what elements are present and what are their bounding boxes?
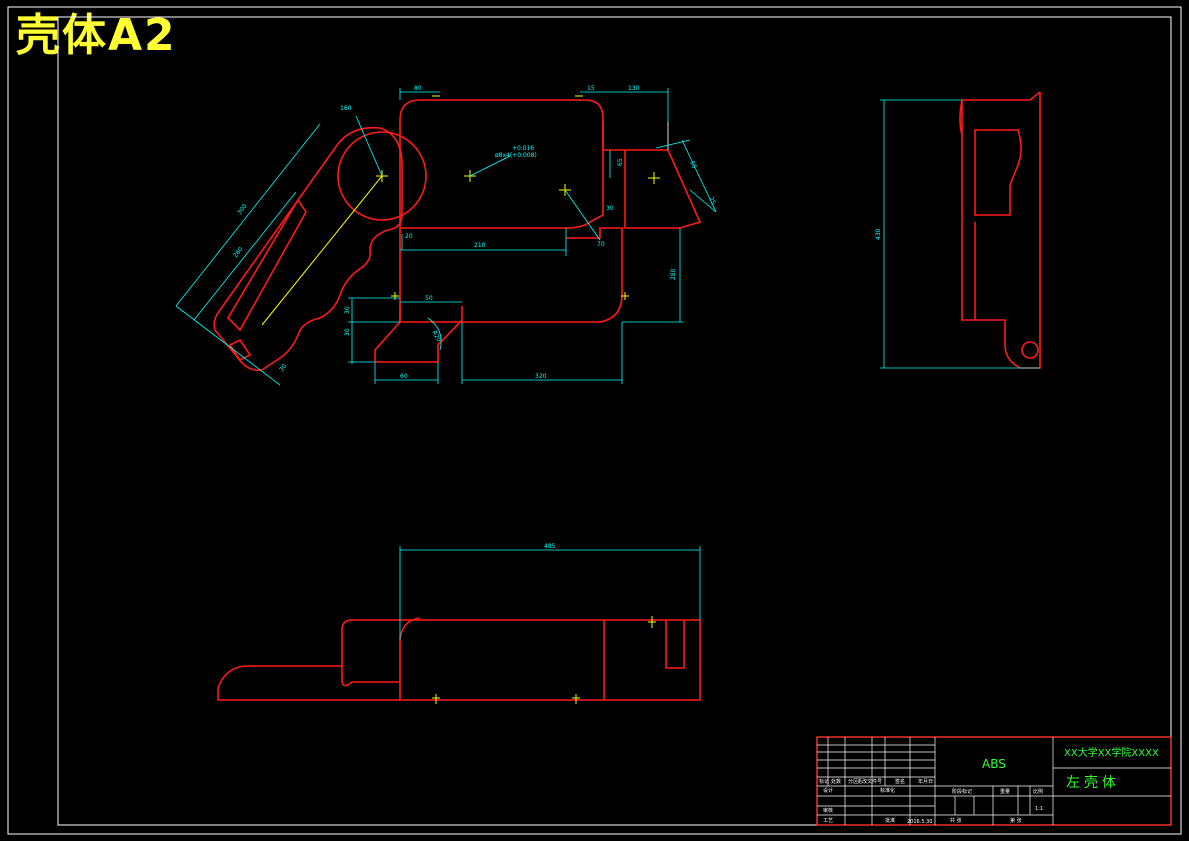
tb-date-label: 年月日	[918, 778, 933, 785]
dim-55: 55	[688, 160, 698, 170]
tb-sheet-of-label: 第 张	[1010, 817, 1022, 824]
dim-25: 25	[707, 196, 717, 206]
dim-30-left-a: 30	[344, 306, 351, 314]
bottom-view-fillet	[399, 617, 421, 641]
bottom-view-tab	[665, 620, 685, 669]
dim-30: 30	[606, 205, 614, 212]
handle-notch	[228, 338, 252, 362]
foot	[374, 306, 463, 363]
tb-school: XX大学XX学院XXXX	[1064, 746, 1159, 759]
dim-15: 15	[587, 85, 595, 92]
side-view	[959, 91, 1041, 369]
dim-r160: 160	[340, 105, 352, 112]
handle-centerline	[261, 175, 383, 326]
dim-30-left-b: 30	[344, 328, 351, 336]
tb-change-label: 更改文件号	[857, 778, 882, 785]
drawing-title: 壳体A2	[16, 10, 177, 61]
dim-485: 485	[544, 543, 556, 550]
dim-210: 210	[474, 242, 486, 249]
bottom-view-dimensions	[399, 546, 701, 640]
dim-tolerance: +0.016	[512, 145, 534, 152]
drawing-frame	[57, 16, 1172, 826]
dim-70: 70	[597, 241, 605, 248]
tb-designer-label: 设计	[823, 787, 833, 794]
tb-sheets-label: 共 张	[950, 817, 962, 824]
title-block: 标记 处数 分区 更改文件号 签名 年月日 设计 标准化 审核 工艺 批准 阶段…	[816, 736, 1172, 826]
bottom-view-outline	[217, 619, 701, 701]
side-view-pocket	[974, 129, 1022, 216]
tb-mark-label: 标记	[819, 778, 829, 785]
dim-280: 280	[670, 268, 677, 280]
tb-process-label: 工艺	[823, 818, 833, 824]
dim-80: 80	[414, 85, 422, 92]
outer-border	[7, 6, 1182, 835]
tb-standardize-label: 标准化	[880, 787, 895, 794]
upper-boss	[602, 122, 669, 151]
dim-30-handle: 30	[278, 363, 288, 373]
tb-stage-label: 阶段标记	[952, 788, 972, 795]
side-view-outline	[961, 91, 1041, 369]
dim-20: 20	[405, 233, 413, 240]
dim-50: 50	[425, 295, 433, 302]
handle-slot	[226, 198, 307, 332]
center-marks	[261, 95, 660, 326]
dim-hole-diameter: ø8x4(+0.008)	[495, 152, 537, 159]
dim-260: 260	[232, 246, 245, 259]
lower-body	[399, 227, 623, 323]
bottom-view	[217, 617, 701, 701]
tb-approve-label: 批准	[885, 817, 895, 824]
tb-sign-label: 签名	[895, 778, 905, 785]
tb-review-label: 审核	[823, 807, 833, 814]
dim-60: 60	[400, 373, 408, 380]
dim-130: 130	[628, 85, 640, 92]
dim-300: 300	[236, 203, 249, 216]
tb-date-value: 2016.5.30	[907, 819, 932, 825]
dim-430: 430	[875, 228, 882, 240]
tb-weight-label: 重量	[1000, 788, 1010, 795]
tb-count-label: 处数	[831, 778, 841, 785]
side-view-dimensions	[880, 99, 1040, 369]
tb-material: ABS	[982, 757, 1006, 771]
main-view	[213, 99, 702, 372]
dim-320: 320	[535, 373, 547, 380]
handle-outline	[213, 126, 403, 372]
side-view-boss	[1021, 341, 1039, 359]
tb-zone-label: 分区	[848, 778, 858, 785]
handle-ring	[337, 131, 427, 221]
dim-65: 65	[617, 158, 624, 166]
side-view-fillet	[959, 99, 963, 136]
tb-scale-value: 1:1	[1035, 806, 1043, 812]
tb-part-name: 左壳体	[1066, 774, 1120, 791]
tb-scale-label: 比例	[1033, 788, 1043, 795]
bottom-view-step	[341, 666, 400, 687]
bottom-view-marks	[432, 616, 656, 704]
upper-body	[399, 99, 604, 229]
main-view-dimensions	[175, 88, 717, 386]
